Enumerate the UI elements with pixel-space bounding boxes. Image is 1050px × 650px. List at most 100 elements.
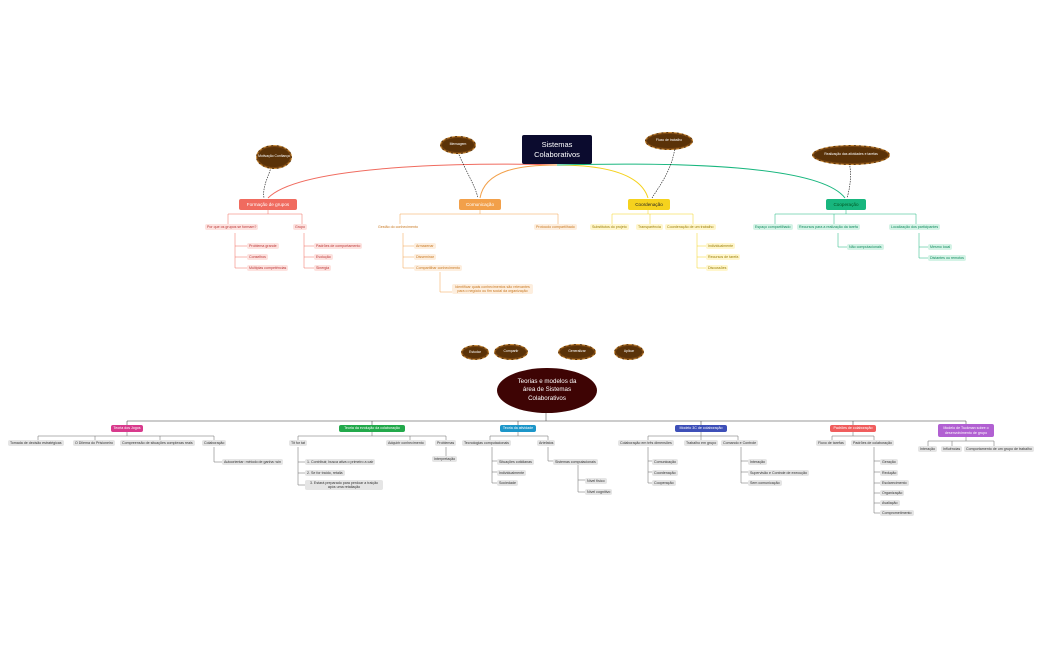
list-item[interactable]: Nível cognitivo (585, 489, 613, 496)
list-item[interactable]: Interação (918, 446, 937, 453)
topic-teoria-evolucao[interactable]: Teoria da evolução da colaboração (339, 425, 405, 432)
tether-2 (456, 149, 479, 199)
subtopic[interactable]: Grupo (293, 224, 307, 231)
subtopic[interactable]: Coordenação de um trabalho (665, 224, 716, 231)
subtopic[interactable]: Espaço compartilhado (753, 224, 793, 231)
list-item[interactable]: Influências (941, 446, 963, 453)
tether-3 (651, 146, 676, 199)
topic-modelo-3c[interactable]: Modelo 3C de colaboração (675, 425, 727, 432)
list-item[interactable]: Padrões de comportamento (314, 243, 363, 250)
list-item[interactable]: Interação (748, 459, 767, 466)
list-item[interactable]: Armazenar (414, 243, 436, 250)
cloud-note-4[interactable]: Realização das atividades e tarefas (812, 145, 890, 165)
topic-padroes-de-colaboracao[interactable]: Padrões de colaboração (830, 425, 876, 432)
subtopic[interactable]: Gestão do conhecimento (376, 224, 420, 231)
list-item[interactable]: Redução (880, 470, 899, 477)
subtopic[interactable]: Protocolo compartilhado (534, 224, 577, 231)
list-item[interactable]: Compartilhar conhecimento (414, 265, 462, 272)
subtopic[interactable]: Localização dos participantes (889, 224, 941, 231)
list-item[interactable]: Coordenação (652, 470, 678, 477)
list-item[interactable]: 3. Estará preparado para perdoar a traiç… (305, 480, 383, 491)
topic-formacao-de-grupos[interactable]: Formação de grupos (239, 199, 297, 210)
list-item[interactable]: Disseminar (414, 254, 436, 261)
list-item[interactable]: Interpretação (432, 456, 458, 463)
tether-4 (846, 160, 851, 199)
lines-coordenacao (611, 210, 706, 269)
curve-formacao (267, 163, 558, 199)
list-item[interactable]: Sociedade (497, 480, 518, 487)
cloud-note-aplicar[interactable]: Aplicar (614, 344, 644, 360)
list-item[interactable]: Individualmente (706, 243, 736, 250)
list-item[interactable]: Situações cotidianas (497, 459, 534, 466)
list-item[interactable]: Comunicação (652, 459, 678, 466)
curve-comunicacao (479, 164, 558, 199)
topic-coordenacao[interactable]: Coordenação (628, 199, 670, 210)
note-box[interactable]: Identificar quais conhecimentos são rele… (452, 284, 533, 295)
curve-cooperacao (556, 163, 846, 199)
topic-teoria-dos-jogos[interactable]: Teoria dos Jogos (111, 425, 143, 432)
topic-modelo-tuckman[interactable]: Modelo de Tuckman sobre o desenvolviment… (938, 424, 994, 437)
list-item[interactable]: Recursos de tarefa (706, 254, 741, 261)
cloud-note-3[interactable]: Fluxo de trabalho (645, 132, 693, 150)
cloud-note-1[interactable]: Motivação Confiança (256, 145, 292, 169)
list-item[interactable]: Discussões (706, 265, 729, 272)
list-item[interactable]: Supervisão e Controle de execução (748, 470, 809, 477)
subtopic[interactable]: Colaboração em três dimensões (618, 440, 674, 447)
topic-teoria-da-atividade[interactable]: Teoria da atividade (500, 425, 536, 432)
list-item[interactable]: Sistemas computacionais (553, 459, 598, 466)
list-item[interactable]: Cooperação (652, 480, 676, 487)
subtopic[interactable]: Adquirir conhecimento (386, 440, 426, 447)
subtopic[interactable]: Comando e Controle (721, 440, 759, 447)
cloud-note-2[interactable]: Mensagem (440, 136, 476, 154)
lines-comunicacao (399, 210, 559, 293)
list-item[interactable]: O Dilema do Prisioneiro (73, 440, 115, 447)
list-item[interactable]: Tomada de decisão estratégicas (8, 440, 64, 447)
list-item[interactable]: 2. Se for traído, retalia (305, 470, 345, 477)
subtopic[interactable]: Por que os grupos se formam? (205, 224, 259, 231)
subtopic[interactable]: Padrões de colaboração (851, 440, 894, 447)
subtopic[interactable]: Substitutos do projeto (590, 224, 629, 231)
list-item[interactable]: Comprometimento (880, 510, 914, 517)
list-item[interactable]: Individualmente (497, 470, 527, 477)
subtopic[interactable]: Tit for tat (289, 440, 308, 447)
cloud-note-compartir[interactable]: Compartir (494, 344, 528, 360)
list-item[interactable]: Comportamento de um grupo de trabalho (964, 446, 1034, 453)
list-item[interactable]: Geração (880, 459, 898, 466)
list-item[interactable]: Conselhos (247, 254, 268, 261)
cloud-note-estudar[interactable]: Estudar (461, 345, 489, 360)
list-item[interactable]: Distantes ou remotos (928, 255, 966, 262)
list-item[interactable]: Nível físico (585, 478, 607, 485)
topic-cooperacao[interactable]: Cooperação (826, 199, 866, 210)
list-item[interactable]: Colaboração (202, 440, 227, 447)
list-item[interactable]: Esclarecimento (880, 480, 909, 487)
list-item[interactable]: Sem comunicação (748, 480, 782, 487)
cloud-note-generalizar[interactable]: Generalizar (558, 344, 596, 360)
subtopic[interactable]: Tecnologias computacionais (462, 440, 511, 447)
subtopic[interactable]: Transparência (636, 224, 663, 231)
curve-coordenacao (556, 164, 649, 199)
central-topic-teorias-e-modelos[interactable]: Teorias e modelos da área de Sistemas Co… (497, 368, 597, 413)
list-item[interactable]: Não computacionais (847, 244, 884, 251)
subtopic[interactable]: Fluxo de tarefas (816, 440, 846, 447)
list-item[interactable]: Evolução (314, 254, 333, 261)
list-item[interactable]: Autoorientar: método de ganha: win (222, 459, 283, 466)
subtopic[interactable]: Artefatos (537, 440, 556, 447)
central-topic-label: Teorias e modelos da área de Sistemas Co… (517, 378, 577, 402)
central-topic-sistemas-colaborativos[interactable]: Sistemas Colaborativos (522, 135, 592, 164)
subtopic[interactable]: Problemas (435, 440, 457, 447)
subtopic[interactable]: Recursos para a realização da tarefa (797, 224, 860, 231)
list-item[interactable]: Múltiplas competências (247, 265, 289, 272)
list-item[interactable]: Organização (880, 490, 905, 497)
list-item[interactable]: Problema grande (247, 243, 279, 250)
list-item[interactable]: 1. Contribuir, busca ativa o primeiro a … (305, 459, 376, 466)
list-item[interactable]: Avaliação (880, 500, 900, 507)
subtopic[interactable]: Trabalho em grupo (684, 440, 719, 447)
central-topic-label: Sistemas Colaborativos (534, 140, 580, 159)
list-item[interactable]: Mesmo local (928, 244, 953, 251)
list-item[interactable]: Sinergia (314, 265, 332, 272)
lines-map2-sub (37, 432, 995, 514)
topic-comunicacao[interactable]: Comunicação (459, 199, 501, 210)
list-item[interactable]: Compreensão de situações complexas reais (120, 440, 195, 447)
